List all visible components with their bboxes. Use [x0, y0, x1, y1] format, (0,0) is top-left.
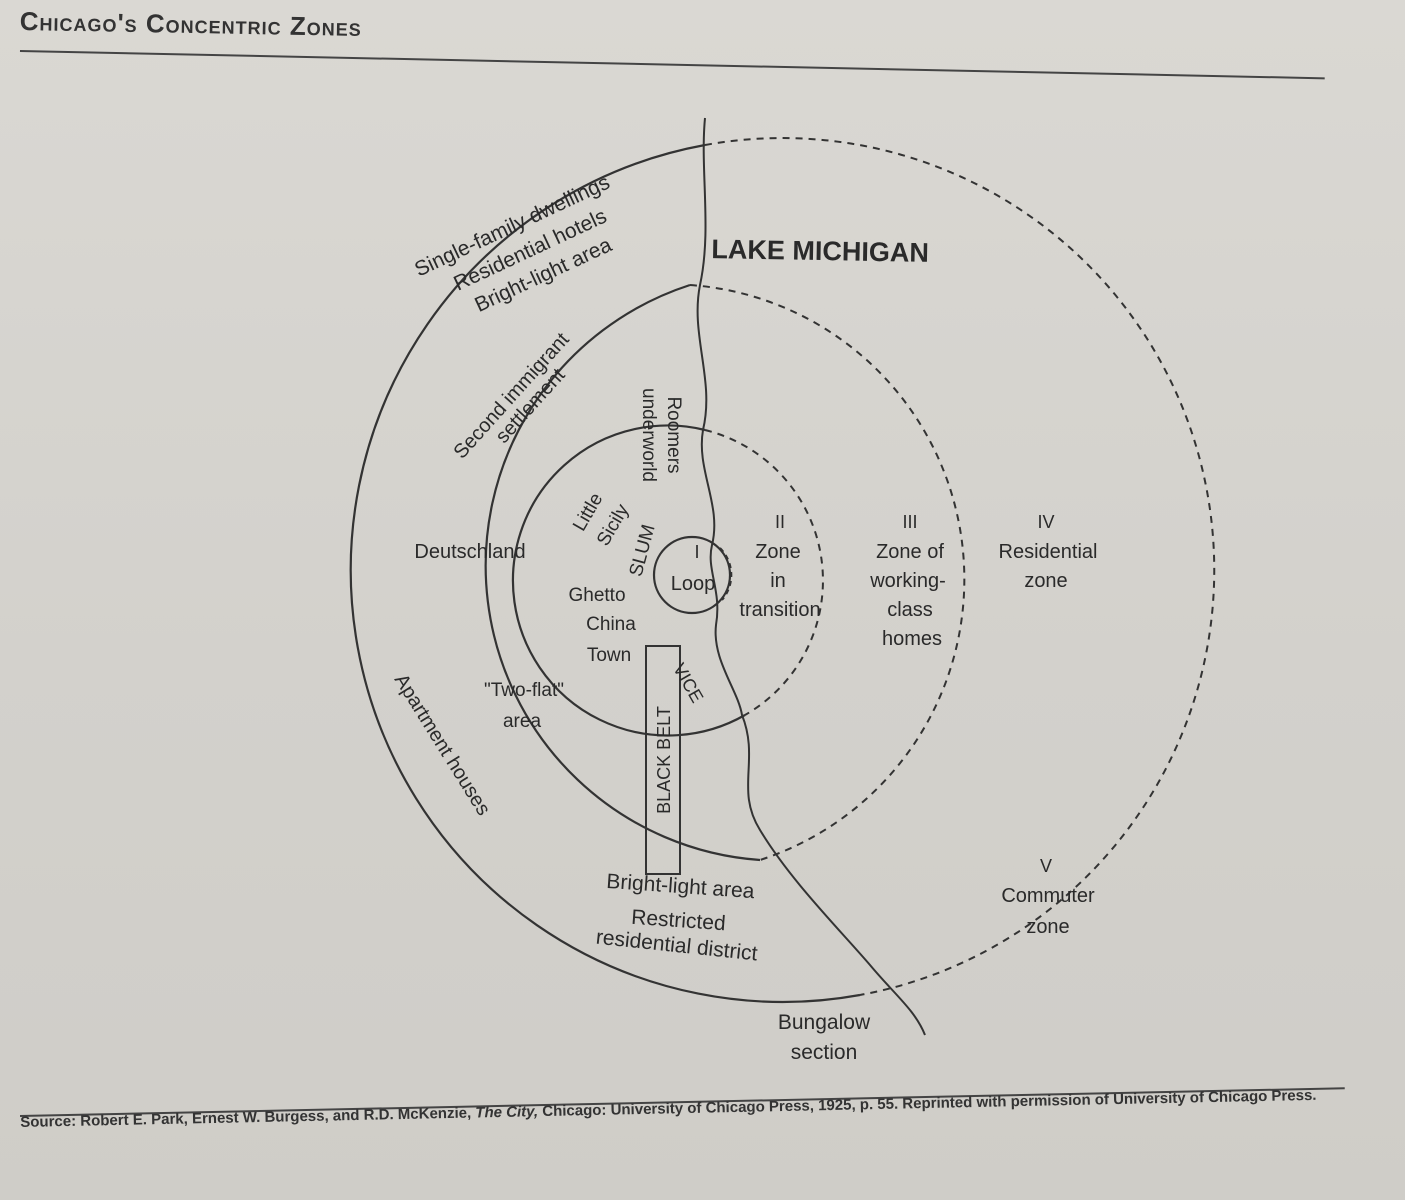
zone-1-name: Loop	[671, 573, 716, 595]
two-flat-area-label: area	[503, 711, 541, 732]
bright-light-area-bottom-label: Bright-light area	[606, 870, 756, 903]
vice-label: VICE	[669, 660, 707, 706]
zone-4-numeral: IV	[1037, 512, 1054, 532]
zone-5-line2: zone	[1026, 916, 1069, 938]
source-prefix: Source: Robert E. Park, Ernest W. Burges…	[20, 1104, 476, 1131]
town-label: Town	[587, 645, 631, 666]
zone-3-numeral: III	[902, 512, 917, 532]
lake-shoreline	[696, 117, 926, 1036]
roomers-label: Roomers	[663, 396, 684, 473]
china-label: China	[586, 614, 636, 635]
bungalow-label: Bungalow	[778, 1011, 871, 1034]
zone-1-loop-circle	[652, 535, 732, 615]
two-flat-label: "Two-flat"	[484, 680, 564, 701]
zone-4-boundary-lake	[689, 284, 966, 861]
deutschland-label: Deutschland	[414, 541, 525, 563]
zone-3-line4: homes	[882, 628, 942, 650]
zone-3-boundary-land	[511, 424, 746, 737]
black-belt-label: BLACK BELT	[654, 706, 674, 814]
underworld-label: underworld	[638, 388, 659, 482]
zone-5-boundary-lake	[704, 137, 1216, 996]
lake-michigan-label: LAKE MICHIGAN	[711, 234, 929, 268]
zone-2-numeral: II	[775, 512, 785, 532]
zone-3-boundary-lake	[704, 429, 824, 716]
zone-2-line3: transition	[739, 599, 820, 621]
section-label: section	[791, 1041, 858, 1064]
zone-3-line2: working-	[869, 570, 946, 592]
apartment-houses-label: Apartment houses	[390, 670, 495, 819]
zone-5-numeral: V	[1040, 856, 1052, 876]
zone-3-line1: Zone of	[876, 541, 944, 563]
zone-5-boundary-land	[349, 143, 861, 1004]
zone-2-line1: Zone	[755, 541, 801, 563]
zone-2-line2: in	[770, 570, 786, 592]
zone-1-loop-lake-dash	[719, 547, 733, 601]
zone-4-line2: zone	[1024, 570, 1067, 592]
zone-4-line1: Residential	[999, 541, 1098, 563]
ghetto-label: Ghetto	[568, 585, 625, 606]
zone-5-line1: Commuter	[1001, 885, 1095, 907]
zone-4-boundary-land	[484, 283, 761, 862]
zone-1-numeral: I	[694, 542, 699, 562]
black-belt-box	[645, 645, 681, 875]
zone-3-line3: class	[887, 599, 933, 621]
source-title: The City,	[475, 1103, 539, 1122]
